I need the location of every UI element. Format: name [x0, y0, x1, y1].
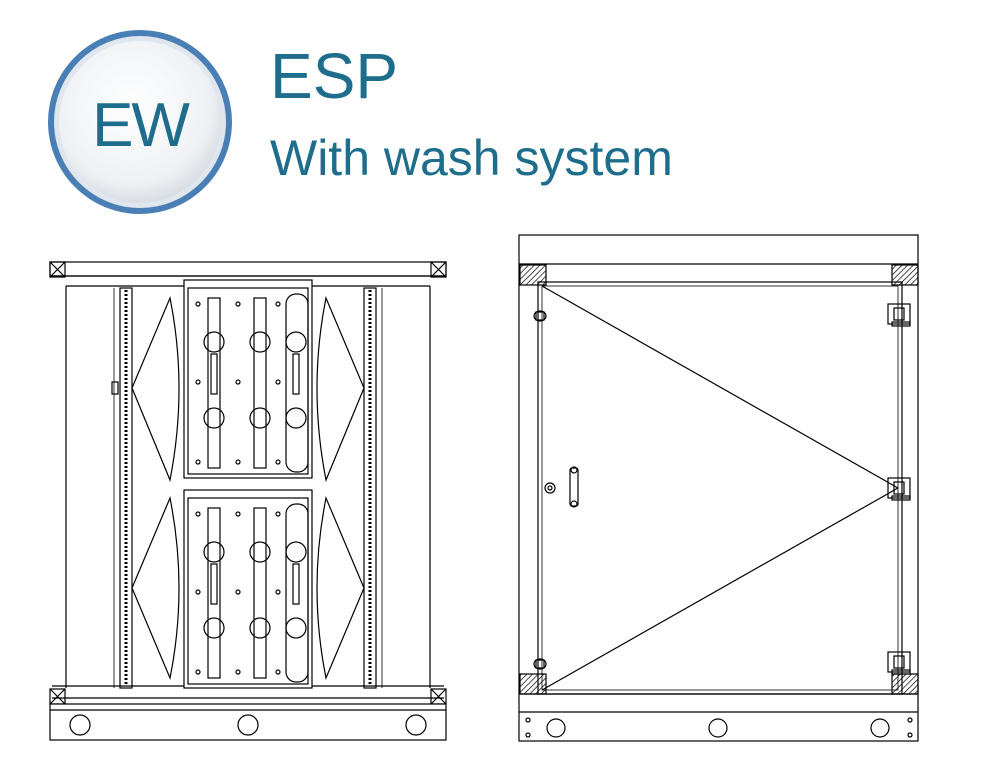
hatched-corner: [519, 673, 547, 695]
door-view-drawing: [516, 232, 922, 744]
electrode-panel-upper: [183, 279, 313, 479]
page-title: ESP: [270, 40, 399, 112]
hatched-corner: [891, 264, 919, 286]
collector-diamond: [316, 295, 365, 483]
ew-badge-icon: [48, 30, 232, 214]
collector-diamond: [131, 495, 180, 681]
collector-diamond: [131, 295, 180, 483]
base-hole: [69, 714, 91, 736]
corner-box-bottom-right: [430, 688, 447, 705]
hinge-icon: [887, 477, 911, 501]
base-hole: [546, 718, 566, 738]
latch-icon: [533, 658, 547, 670]
electrode-panel-lower: [183, 489, 313, 689]
hinge-icon: [887, 303, 911, 327]
base-hole: [405, 714, 427, 736]
base-hole: [708, 718, 728, 738]
collector-diamond: [316, 495, 365, 681]
door-panel: [537, 281, 903, 695]
perforated-column-right: [363, 287, 383, 689]
badge-label: EW: [92, 90, 190, 160]
top-rail: [49, 261, 447, 277]
hinge-icon: [887, 651, 911, 675]
latch-icon: [533, 310, 547, 322]
header: EW ESP With wash system: [0, 0, 981, 215]
base-hole: [237, 714, 259, 736]
corner-box-top-right: [430, 261, 447, 278]
page-subtitle: With wash system: [270, 130, 673, 186]
side-handle: [111, 381, 119, 395]
hatched-corner: [519, 264, 547, 286]
hatched-corner: [891, 673, 919, 695]
door-handle: [569, 467, 579, 507]
cabinet-outline: [518, 234, 919, 742]
door-lock-icon: [544, 482, 556, 494]
corner-box-top-left: [49, 261, 66, 278]
corner-box-bottom-left: [49, 688, 66, 705]
base-hole: [870, 718, 890, 738]
perforated-column-left: [113, 287, 133, 689]
internal-view-drawing: [42, 258, 454, 748]
